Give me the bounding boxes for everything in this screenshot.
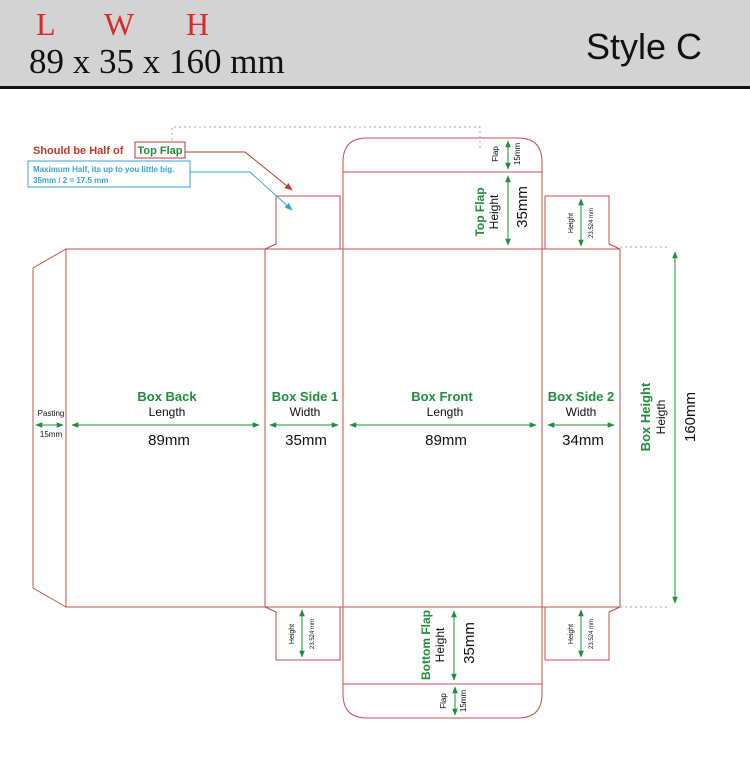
dust-flap-top-right-value: 23.524 mm: [589, 208, 595, 238]
box-front-panel: [342, 248, 543, 608]
callout-prefix: Should be Half of: [33, 145, 124, 157]
width-letter: W: [104, 6, 135, 42]
callout-blue-arrow: [190, 171, 293, 211]
box-back-title: Box Back: [137, 389, 197, 404]
bottom-flap-value: 35mm: [461, 622, 478, 664]
bottom-dust-flap-left-outline: [264, 606, 341, 661]
dust-flap-bottom-left-value: 23.524 mm: [310, 619, 316, 649]
top-flap-subtitle: Height: [487, 194, 501, 229]
box-front-value: 89mm: [425, 432, 467, 449]
box-side-2-subtitle: Width: [566, 405, 597, 419]
guide-lines: [171, 126, 668, 608]
length-letter: L: [36, 6, 56, 42]
box-back-subtitle: Length: [149, 405, 186, 419]
top-tuck-tab-outline: [342, 137, 543, 172]
callout-top-flap-box: [134, 141, 186, 159]
box-front-title: Box Front: [411, 389, 473, 404]
bottom-flap-outline: [342, 607, 543, 685]
box-height-subtitle: Heigth: [654, 400, 668, 435]
top-flap-outline: [342, 171, 543, 249]
bottom-flap-subtitle: Height: [433, 627, 447, 662]
callout-note-line2: 35mm / 2 = 17.5 mm: [33, 176, 108, 185]
box-height-value: 160mm: [682, 392, 699, 442]
top-flap-value: 35mm: [514, 186, 531, 228]
style-label: Style C: [585, 26, 702, 67]
box-side-1-title: Box Side 1: [272, 389, 338, 404]
bottom-tab-value: 15mm: [459, 690, 468, 713]
bottom-tab-label: Flap: [439, 693, 448, 709]
box-back-value: 89mm: [148, 432, 190, 449]
header-divider: [0, 86, 750, 89]
callout-red-arrow: [185, 151, 293, 191]
callout-note-line1: Maximum Half, its up to you little big.: [33, 165, 174, 174]
box-side-1-panel: [264, 248, 344, 608]
dust-flap-bottom-right-label: Height: [568, 624, 575, 644]
box-front-subtitle: Length: [427, 405, 464, 419]
box-side-2-panel: [541, 248, 621, 608]
dieline: [32, 137, 621, 719]
bottom-dust-flap-right-outline: [544, 606, 621, 661]
pasting-flap-outline: [32, 248, 67, 608]
header-bar: [0, 0, 750, 86]
dust-flap-bottom-right-value: 23.524 mm: [589, 619, 595, 649]
box-side-2-value: 34mm: [562, 432, 604, 449]
bottom-flap-title: Bottom Flap: [419, 610, 433, 680]
pasting-label: Pasting: [38, 409, 65, 418]
top-dust-flap-right-outline: [544, 195, 621, 250]
box-back-panel: [65, 248, 266, 608]
box-height-title: Box Height: [638, 382, 653, 451]
top-dust-flap-left-outline: [264, 195, 341, 250]
top-tab-label: Flap: [491, 146, 500, 162]
dimensions-title: 89 x 35 x 160 mm: [29, 42, 285, 81]
pasting-value: 15mm: [40, 430, 63, 439]
top-tab-value: 15mm: [513, 143, 522, 166]
height-letter: H: [186, 6, 210, 42]
callout-note-box: [27, 160, 191, 188]
dust-flap-top-right-label: Height: [568, 213, 575, 233]
box-side-2-title: Box Side 2: [548, 389, 614, 404]
callout-top-flap-label: Top Flap: [137, 145, 182, 157]
box-side-1-subtitle: Width: [290, 405, 321, 419]
top-flap-title: Top Flap: [473, 187, 487, 236]
dust-flap-bottom-left-label: Height: [289, 624, 296, 644]
box-side-1-value: 35mm: [285, 432, 327, 449]
bottom-tuck-tab-outline: [342, 684, 543, 719]
